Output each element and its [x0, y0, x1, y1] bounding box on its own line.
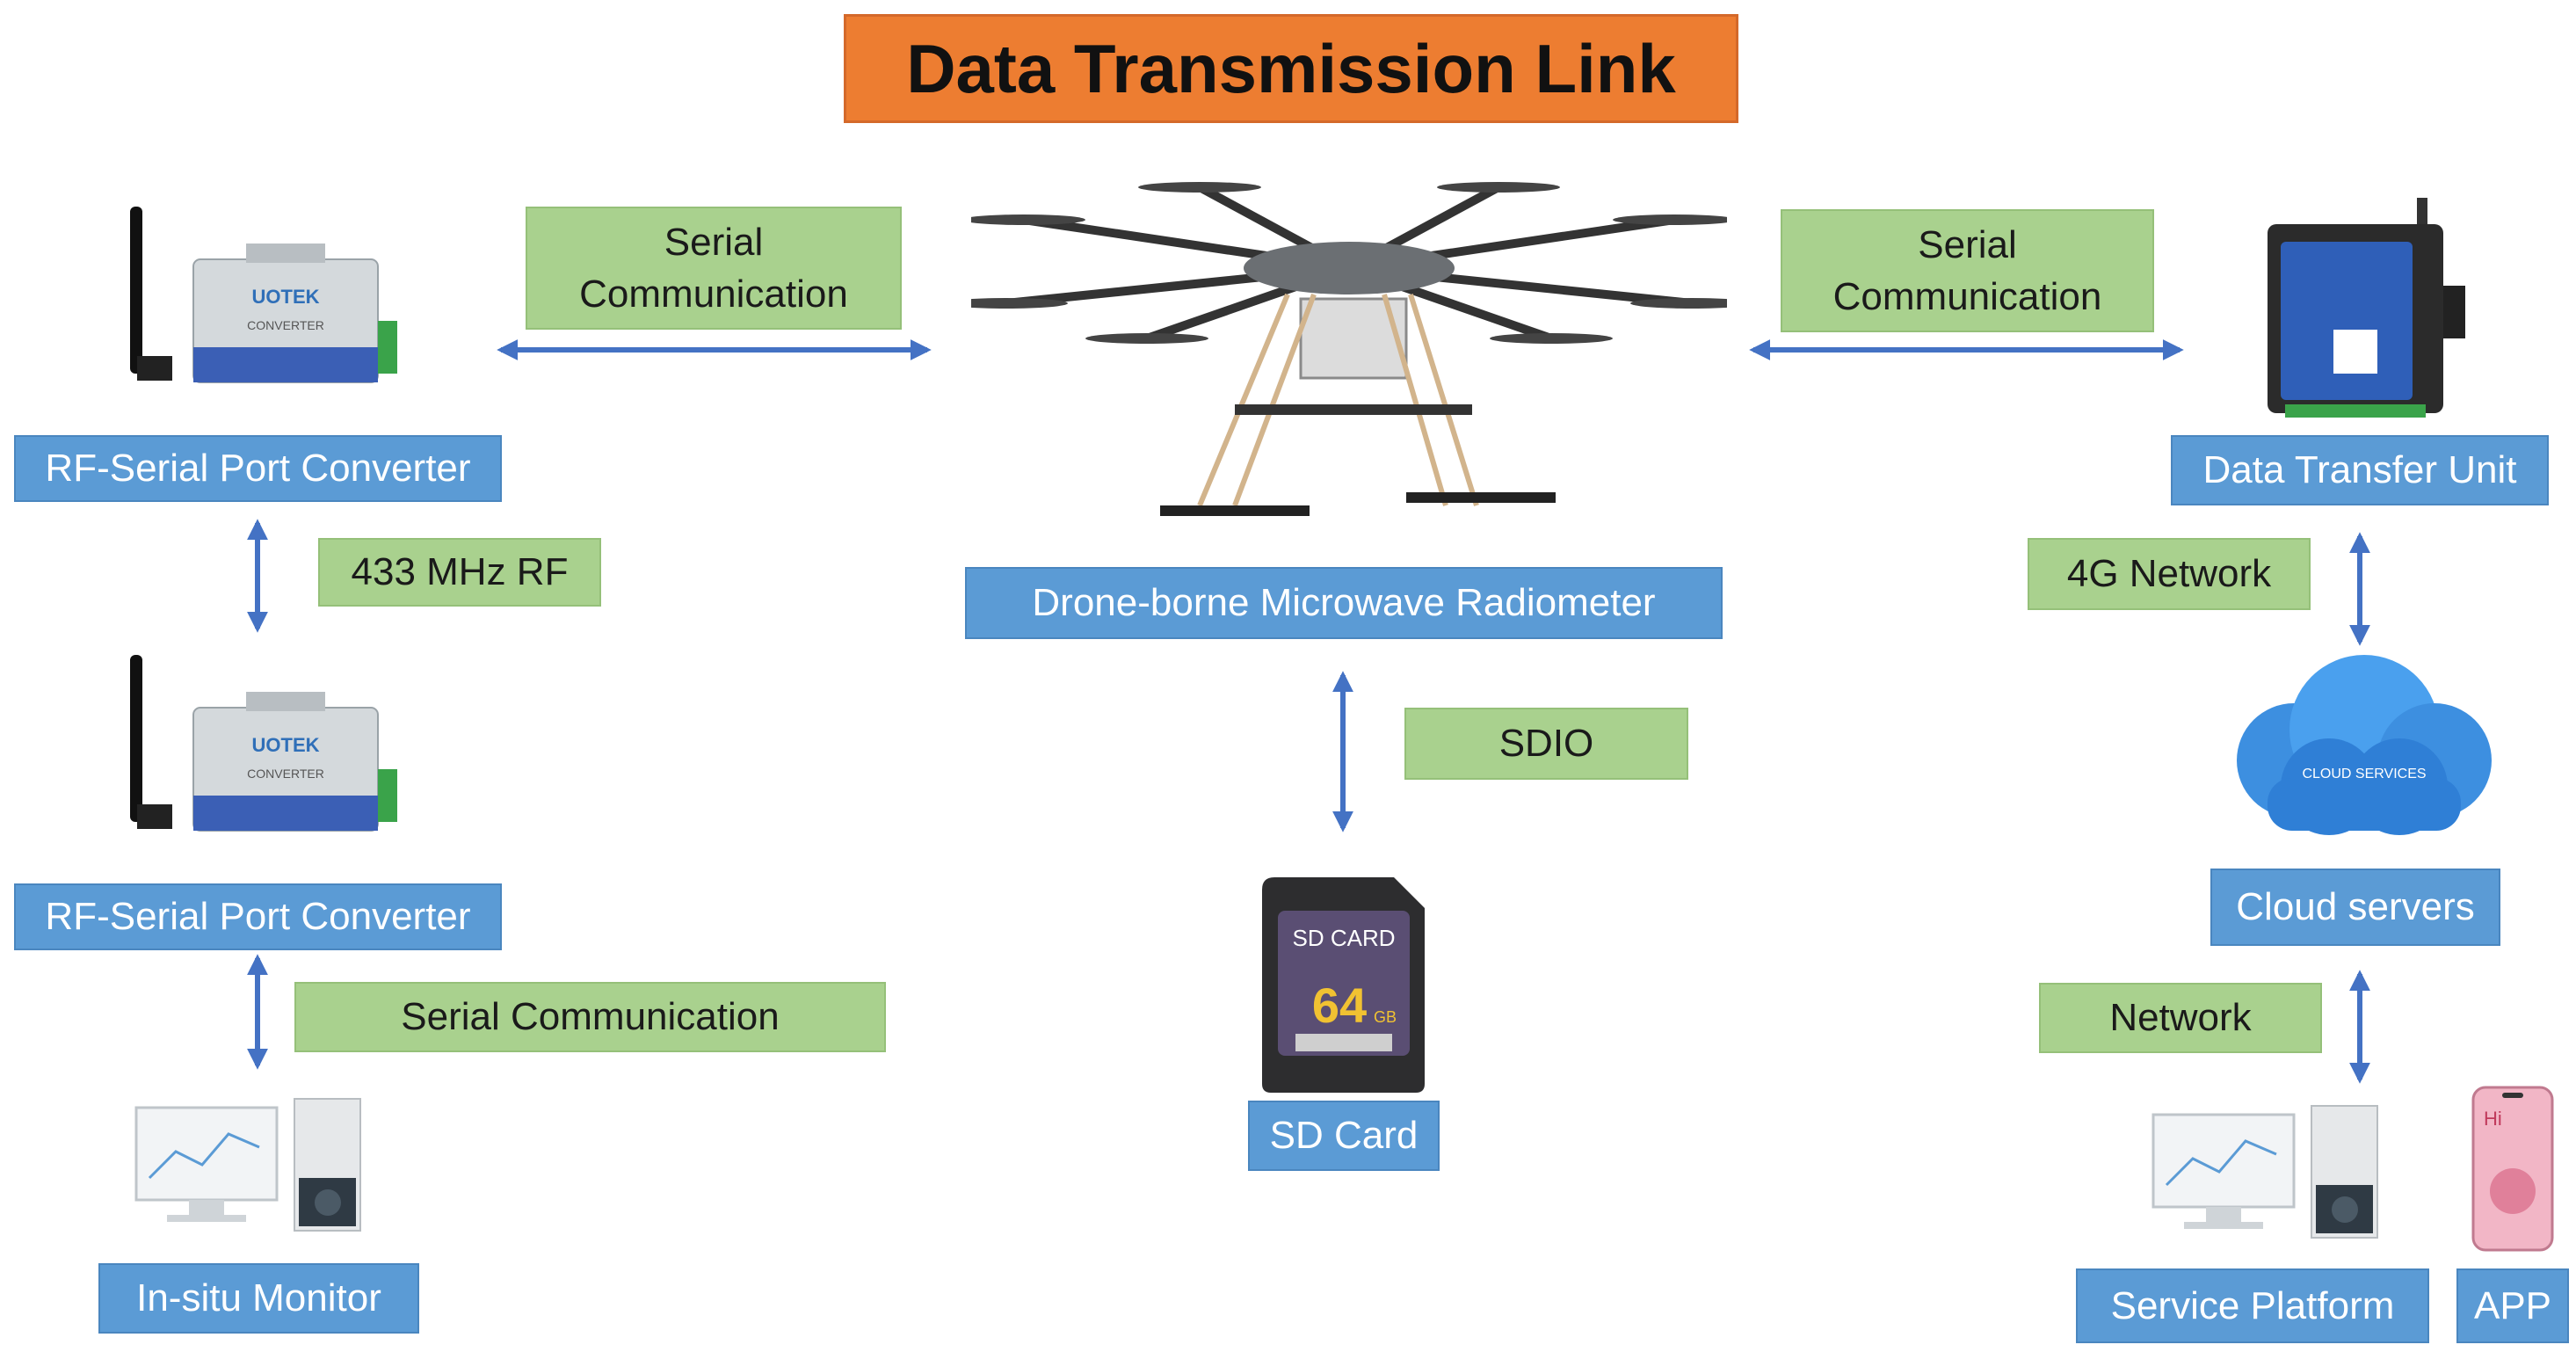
sd-card-label-panel	[1278, 911, 1410, 1056]
app-greeting-text: Hi	[2484, 1108, 2502, 1130]
link-label-serial-right: Serial Communication	[1781, 209, 2154, 332]
sd-card-label-text: SD CARD	[1292, 925, 1395, 951]
converter-label-text: CONVERTER	[247, 767, 324, 781]
node-in-situ-monitor: In-situ Monitor	[98, 1263, 419, 1334]
converter-label-text: CONVERTER	[247, 318, 324, 332]
service-platform-image	[2152, 1105, 2378, 1239]
dtu-panel	[2281, 242, 2413, 400]
node-app: APP	[2456, 1268, 2569, 1343]
serial-right-line1: Serial	[1918, 222, 2017, 266]
sd-card-capacity-text: 64	[1312, 978, 1367, 1033]
rf-converter-bottom-image: UOTEK CONVERTER	[130, 655, 397, 832]
link-label-serial-left: Serial Communication	[526, 207, 902, 330]
drone-body	[1244, 242, 1455, 294]
node-drone-radiometer: Drone-borne Microwave Radiometer	[965, 567, 1723, 639]
node-data-transfer-unit: Data Transfer Unit	[2171, 435, 2549, 505]
link-label-serial-bottom: Serial Communication	[294, 982, 886, 1052]
sd-card-unit-text: GB	[1374, 1008, 1397, 1026]
serial-right-line2: Communication	[1832, 275, 2102, 318]
antenna	[130, 655, 142, 822]
cloud-label-text: CLOUD SERVICES	[2302, 767, 2426, 781]
node-rf-converter-top: RF-Serial Port Converter	[14, 435, 502, 502]
monitor-screen	[134, 1106, 279, 1202]
node-cloud-servers: Cloud servers	[2210, 869, 2500, 946]
node-rf-converter-bottom: RF-Serial Port Converter	[14, 883, 502, 950]
cloud-image: CLOUD SERVICES	[2237, 655, 2492, 835]
link-label-433mhz: 433 MHz RF	[318, 538, 601, 607]
data-transfer-unit-image	[2268, 198, 2465, 418]
diagram-title: Data Transmission Link	[844, 14, 1738, 123]
link-label-network: Network	[2039, 983, 2322, 1053]
serial-left-line1: Serial	[664, 220, 764, 264]
rf-converter-top-image: UOTEK CONVERTER	[130, 207, 397, 383]
monitor-screen	[2152, 1113, 2296, 1209]
node-service-platform: Service Platform	[2076, 1268, 2429, 1343]
sd-card-image: SD CARD 64 GB	[1262, 877, 1425, 1093]
serial-left-line2: Communication	[579, 273, 848, 316]
app-phone-image: Hi	[2471, 1086, 2554, 1252]
converter-brand-text: UOTEK	[252, 734, 320, 756]
in-situ-monitor-image	[134, 1098, 361, 1232]
link-label-4g-network: 4G Network	[2028, 538, 2311, 610]
antenna	[130, 207, 142, 374]
converter-brand-text: UOTEK	[252, 286, 320, 308]
node-sd-card: SD Card	[1248, 1101, 1440, 1171]
link-label-sdio: SDIO	[1404, 708, 1688, 780]
drone-image	[971, 182, 1727, 516]
